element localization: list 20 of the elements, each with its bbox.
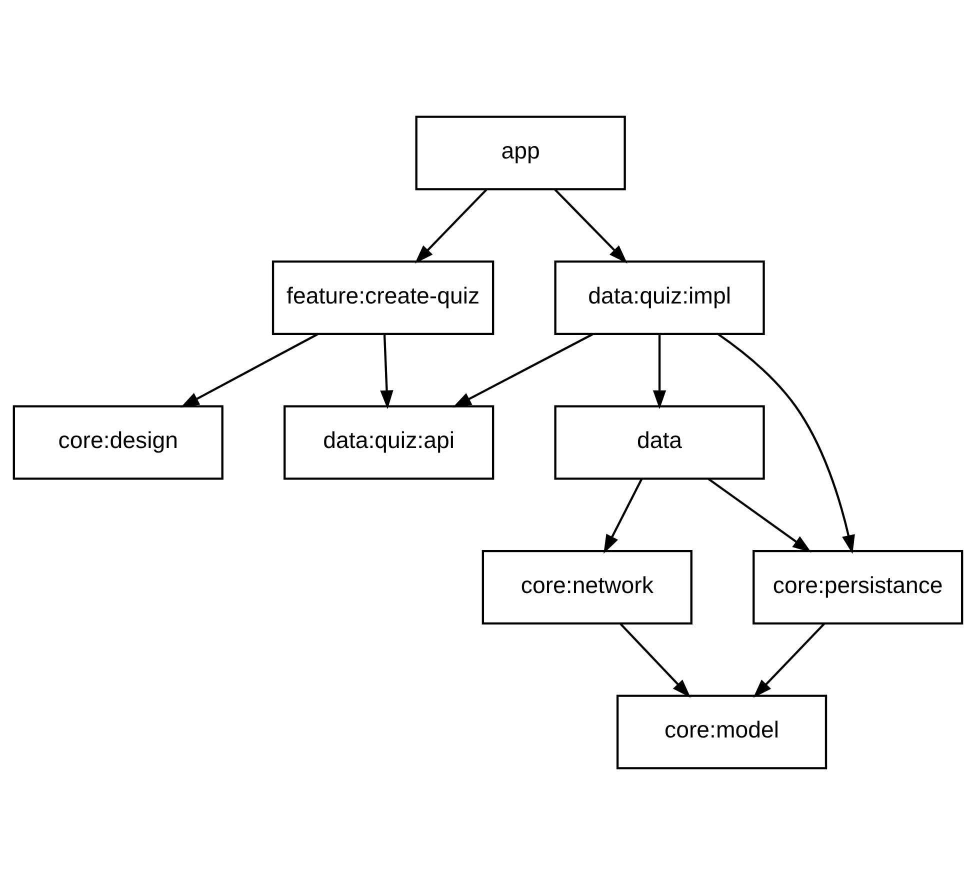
node-box: core:design — [12, 404, 224, 480]
node-box: app — [415, 115, 626, 190]
arrow — [753, 622, 825, 698]
arrow — [718, 332, 855, 554]
arrow — [414, 188, 488, 263]
arrow — [180, 332, 318, 408]
node-box: data:quiz:api — [284, 404, 494, 480]
node-box: feature:create-quiz — [272, 260, 494, 335]
arrow — [652, 334, 666, 409]
arrow — [708, 478, 812, 552]
node-box: core:model — [616, 694, 828, 769]
node-box: data:quiz:impl — [554, 260, 765, 335]
arrow — [620, 622, 691, 698]
node-box: data — [554, 404, 765, 480]
arrow — [380, 334, 394, 409]
arrow — [554, 188, 628, 263]
node-box: core:persistance — [752, 549, 964, 624]
arrow — [452, 332, 594, 408]
arrow — [604, 478, 643, 554]
node-box: core:network — [482, 549, 692, 624]
